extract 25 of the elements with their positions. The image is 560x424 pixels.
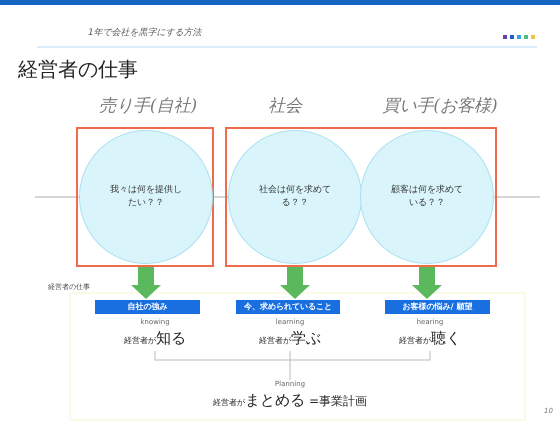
label-bar: 自社の強み: [95, 300, 200, 314]
question-circle: 我々は何を提供したい？？: [79, 130, 213, 264]
block-arrow: [131, 265, 161, 299]
slide-title: 経営者の仕事: [18, 56, 138, 83]
verb-text: 聴く: [431, 329, 461, 347]
column-heading: 社会: [267, 95, 304, 117]
equals-text: =事業計画: [308, 394, 368, 408]
subject-text: 経営者が: [259, 336, 291, 345]
question-circle: 顧客は何を求めている？？: [360, 130, 494, 264]
verb-text: 知る: [156, 329, 186, 347]
column-heading: 買い手(お客様): [381, 95, 499, 117]
subject-text: 経営者が: [399, 336, 431, 345]
connector-line: [290, 350, 430, 380]
highlight-frame: [225, 127, 497, 267]
question-circle: 社会は何を求めてる？？: [228, 130, 362, 264]
block-arrow: [280, 265, 310, 299]
subject-text: 経営者が: [124, 336, 156, 345]
block-arrow: [412, 265, 442, 299]
label-bar: お客様の悩み/ 願望: [385, 300, 490, 314]
verb-text: まとめる: [244, 391, 305, 409]
subtitle: 1年で会社を黒字にする方法: [88, 26, 202, 39]
label-bar: 今、求められていること: [236, 300, 340, 314]
verb-text: 学ぶ: [291, 329, 321, 347]
subject-text: 経営者が: [212, 398, 245, 407]
column-heading: 売り手(自社): [98, 95, 198, 117]
